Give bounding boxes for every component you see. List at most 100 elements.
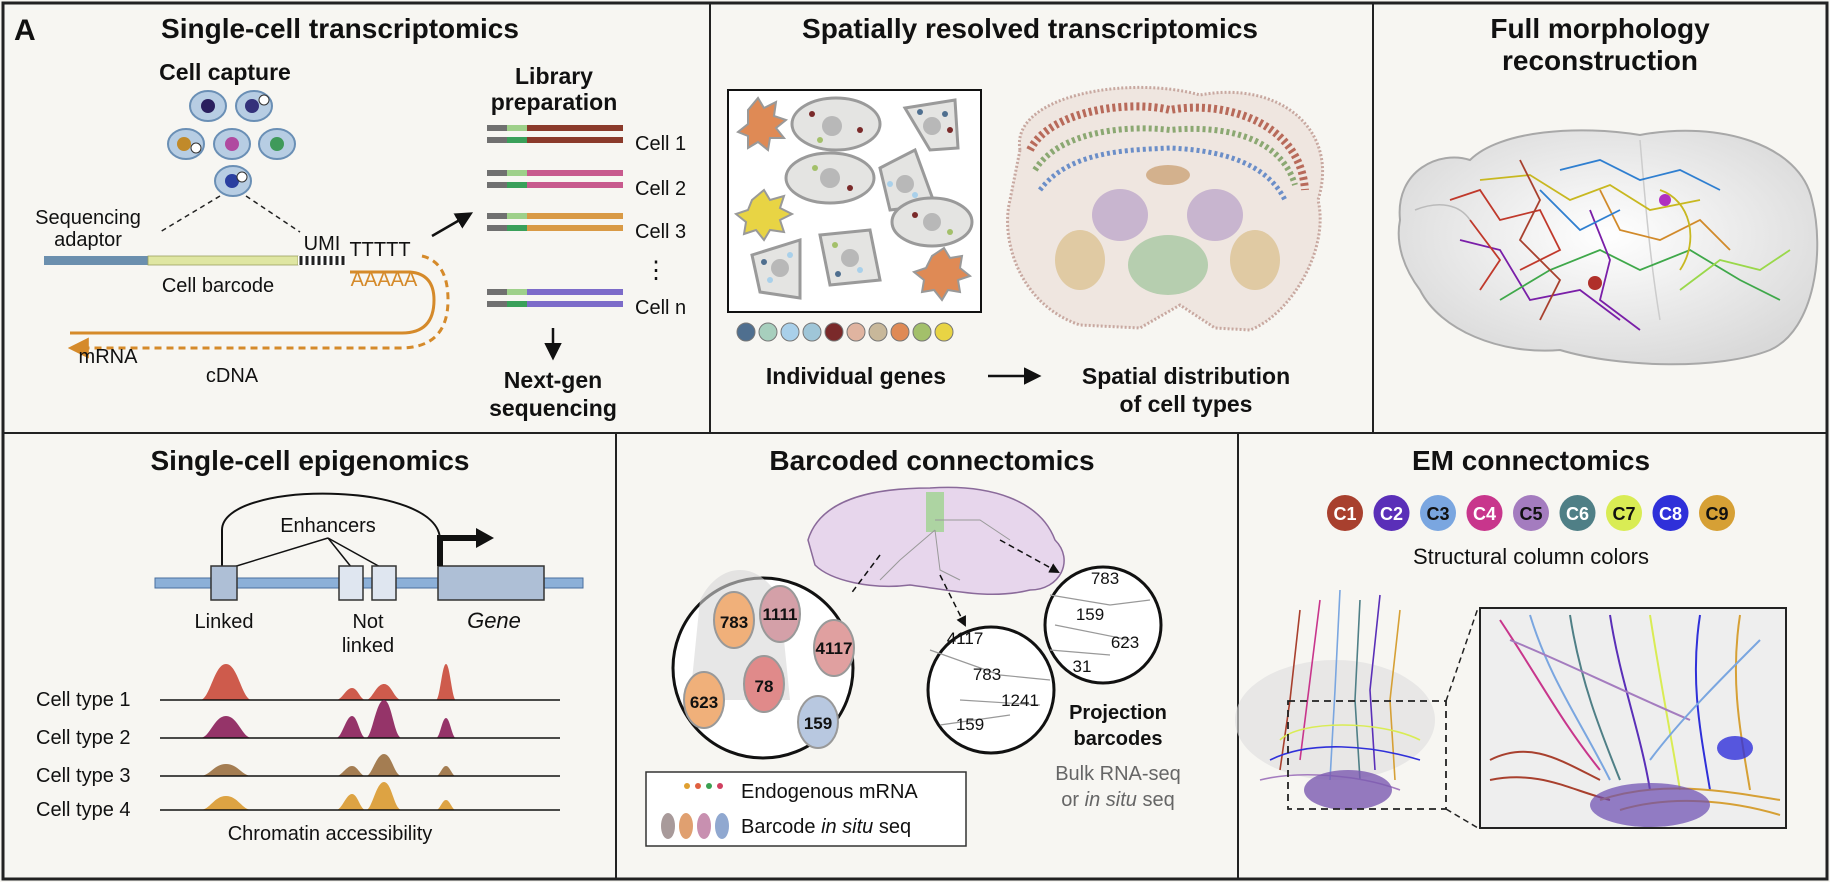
- track-label: Cell type 2: [36, 727, 131, 749]
- coronal-section: [1006, 85, 1325, 332]
- insitu-seq: seq: [1137, 789, 1175, 811]
- soma-barcode-6: 159: [804, 714, 832, 733]
- gene-dot-5: [824, 322, 844, 342]
- column-chip-c1: C1: [1327, 495, 1363, 531]
- gene-dot-10: [934, 322, 954, 342]
- read-1-2: [487, 137, 623, 143]
- umi-label: UMI: [304, 233, 341, 255]
- column-chip-label: C5: [1519, 504, 1542, 524]
- cell-label-1: Cell 1: [635, 133, 686, 155]
- mouse-brain-outline: [1397, 129, 1819, 366]
- projection-magnifier-2: [1043, 565, 1163, 685]
- library-label-1: Library: [515, 63, 593, 89]
- legend-barcode-italic: in situ: [821, 816, 873, 838]
- legend-barcode-pre: Barcode: [741, 816, 821, 838]
- circle3-barcode-1: 783: [1091, 569, 1119, 588]
- track-label: Cell type 1: [36, 689, 131, 711]
- soma-cells: [683, 570, 855, 749]
- column-chip-c5: C5: [1513, 495, 1549, 531]
- gene-color-key: [736, 322, 954, 342]
- library-reads: [487, 125, 623, 307]
- neuron-tracings: [1449, 159, 1791, 331]
- legend-barcode-post: seq: [873, 816, 911, 838]
- read-2-1: [487, 170, 623, 176]
- read-2-2: [487, 182, 623, 188]
- linked-enhancer: [210, 565, 238, 601]
- legend-endogenous: Endogenous mRNA: [741, 781, 918, 803]
- insitu-seq-label: or in situ seq: [1061, 789, 1174, 811]
- next-gen-label-1: Next-gen: [504, 367, 602, 393]
- soma-barcode-2: 1111: [762, 605, 797, 624]
- mrna-path: [67, 254, 450, 359]
- panel-epigenomics: Single-cell epigenomics Enhancers Linked…: [36, 445, 584, 845]
- column-chip-c3: C3: [1420, 495, 1456, 531]
- linked-label: Linked: [195, 611, 254, 633]
- projection-label-2: barcodes: [1074, 728, 1163, 750]
- not-linked-label-1: Not: [352, 611, 384, 633]
- gene-dot-4: [802, 322, 822, 342]
- column-chip-c8: C8: [1652, 495, 1689, 531]
- column-chip-c9: C9: [1699, 495, 1735, 531]
- column-chip-label: C4: [1473, 504, 1496, 524]
- cell-inset: [733, 96, 974, 302]
- cell-label-2: Cell 2: [635, 178, 686, 200]
- cell-capture-label: Cell capture: [159, 59, 291, 85]
- circle2-barcode-4: 159: [956, 715, 984, 734]
- seq-adaptor-label-1: Sequencing: [35, 207, 141, 229]
- panel-morphology: Full morphology reconstruction: [1397, 13, 1819, 366]
- column-chip-c4: C4: [1466, 495, 1503, 531]
- column-chip-c2: C2: [1373, 495, 1410, 531]
- panel-title: Single-cell transcriptomics: [161, 13, 519, 44]
- circle2-barcode-2: 783: [973, 665, 1001, 684]
- column-chip-label: C7: [1612, 504, 1635, 524]
- gene-dot-7: [868, 322, 888, 342]
- column-chip-c7: C7: [1606, 495, 1642, 531]
- gene-box: [437, 565, 545, 601]
- panel-spatial: Spatially resolved transcriptomics: [727, 13, 1325, 417]
- not-linked-enhancer-2: [371, 565, 397, 601]
- soma-barcode-5: 78: [755, 677, 774, 696]
- gene-label: Gene: [467, 608, 521, 633]
- spatial-dist-label-2: of cell types: [1120, 391, 1253, 417]
- not-linked-label-2: linked: [342, 635, 394, 657]
- em-overview: [1235, 589, 1435, 810]
- read-4-2: [487, 301, 623, 307]
- track-cell-type-1: Cell type 1: [36, 664, 560, 711]
- column-chip-label: C3: [1426, 504, 1449, 524]
- column-color-key: C1 C2 C3 C4 C5 C6 C7 C8 C9: [1327, 495, 1735, 531]
- track-label: Cell type 4: [36, 799, 131, 821]
- soma-barcode-1: 783: [720, 613, 748, 632]
- enhancers-label: Enhancers: [280, 515, 376, 537]
- legend-barcode: Barcode in situ seq: [741, 816, 911, 838]
- panel-sc-transcriptomics: Single-cell transcriptomics Cell capture…: [35, 13, 686, 421]
- panel-title-line-1: Full morphology: [1490, 13, 1710, 44]
- spatial-dist-label-1: Spatial distribution: [1082, 363, 1290, 389]
- soma-barcode-4: 623: [690, 693, 718, 712]
- gene-dot-9: [912, 322, 932, 342]
- gene-dot-1: [736, 322, 756, 342]
- gene-dot-8: [890, 322, 910, 342]
- panel-barcoded: Barcoded connectomics 783 1111 4117 623 …: [645, 445, 1181, 847]
- column-chip-label: C8: [1659, 504, 1682, 524]
- to-library-arrow: [431, 212, 474, 238]
- projection-magnifier-1: [926, 625, 1056, 755]
- barcode-soma-icons: [661, 813, 729, 839]
- track-cell-type-4: Cell type 4: [36, 782, 560, 821]
- insitu-or: or: [1061, 789, 1084, 811]
- gene-dot-3: [780, 322, 800, 342]
- chromatin-label: Chromatin accessibility: [228, 823, 433, 845]
- panel-title-line-2: reconstruction: [1502, 45, 1698, 76]
- captured-cells: [167, 90, 296, 197]
- read-3-2: [487, 225, 623, 231]
- circle3-barcode-3: 623: [1111, 633, 1139, 652]
- panel-title: Spatially resolved transcriptomics: [802, 13, 1258, 44]
- chromatin-loop: [221, 492, 441, 566]
- zoom-region-box: [1287, 700, 1447, 810]
- panel-title: Barcoded connectomics: [769, 445, 1094, 476]
- column-chip-label: C6: [1566, 504, 1589, 524]
- track-cell-type-2: Cell type 2: [36, 700, 560, 749]
- projection-label-1: Projection: [1069, 702, 1167, 724]
